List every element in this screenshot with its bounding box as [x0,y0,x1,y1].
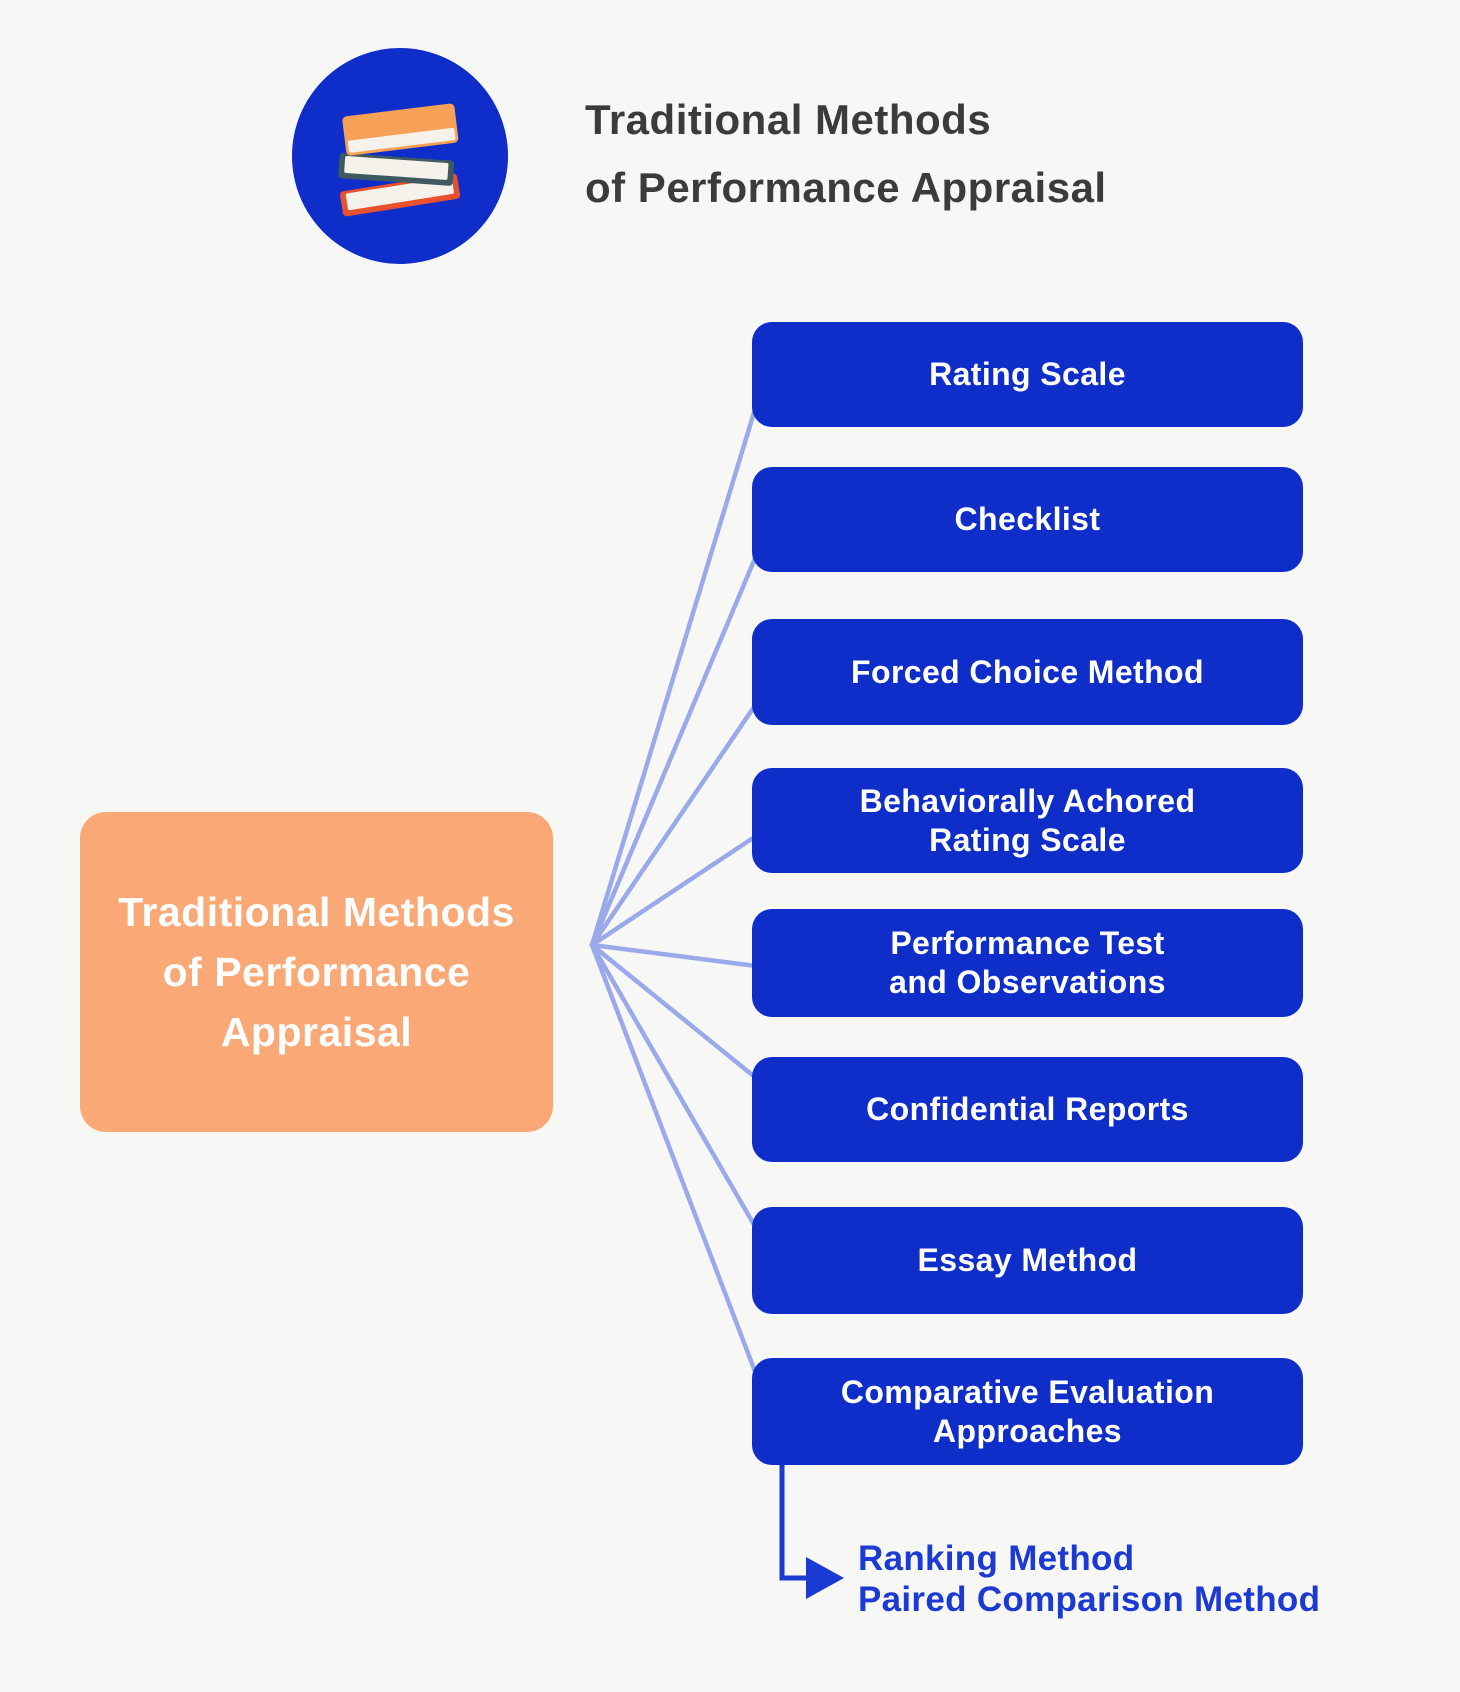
root-node-traditional-methods: Traditional Methods of Performance Appra… [80,812,553,1132]
method-label: Forced Choice Method [851,653,1204,690]
method-label: Approaches [933,1412,1122,1449]
method-label: Comparative Evaluation [840,1373,1215,1410]
method-box-confidential-reports: Confidential Reports [752,1057,1303,1162]
method-label: Performance Test [890,925,1165,961]
logo-circle [292,48,508,264]
method-label: Rating Scale [929,821,1126,858]
page-title-line2: of Performance Appraisal [585,164,1107,211]
sub-methods-annotation: Ranking Method Paired Comparison Method [858,1538,1320,1620]
root-node-label-line3: Appraisal [220,1009,413,1055]
method-box-performance-test-and-observations: Performance Test and Observations [752,909,1303,1017]
method-box-comparative-evaluation-approaches: Comparative Evaluation Approaches [752,1358,1303,1465]
method-box-essay-method: Essay Method [752,1207,1303,1314]
root-node-label-line2: of Performance [162,949,471,995]
method-label: Rating Scale [929,356,1126,392]
books-icon [338,103,461,217]
method-box-behaviorally-achored-rating-scale: Behaviorally Achored Rating Scale [752,768,1303,873]
method-label: Essay Method [917,1242,1138,1278]
arrowhead-icon [806,1557,844,1599]
root-node-label-line1: Traditional Methods [118,889,515,935]
page-title: Traditional Methods of Performance Appra… [585,86,1107,222]
method-label: Confidential Reports [866,1091,1189,1127]
annotation-line-ranking-method: Ranking Method [858,1539,1135,1578]
elbow-arrow [779,1462,844,1599]
method-box-rating-scale: Rating Scale [752,322,1303,427]
method-label: and Observations [889,964,1166,1000]
annotation-line-paired-comparison-method: Paired Comparison Method [858,1580,1321,1619]
method-box-checklist: Checklist [752,467,1303,572]
method-label: Checklist [954,501,1101,537]
page-title-line1: Traditional Methods [585,96,992,143]
method-label: Behaviorally Achored [859,782,1196,819]
method-box-forced-choice-method: Forced Choice Method [752,619,1303,725]
